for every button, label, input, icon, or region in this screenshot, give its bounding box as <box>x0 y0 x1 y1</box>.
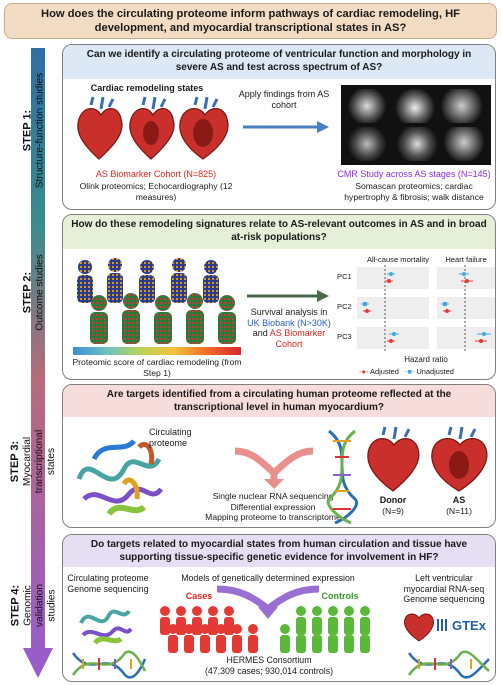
timeline-arrow <box>23 48 53 678</box>
controls-crowd <box>280 606 370 653</box>
heart-icon <box>179 96 229 160</box>
step1-label: STEP 1:Structure-function studies <box>21 72 46 188</box>
hermes-consortium: HERMES Consortium (47,309 cases; 930,014… <box>204 655 334 676</box>
dna-icon <box>71 650 147 679</box>
forest-band <box>437 297 495 319</box>
forest-point-adjusted <box>465 279 469 283</box>
methods-list: Single nuclear RNA sequencing Differenti… <box>205 491 341 522</box>
protein-structure-icon <box>79 609 133 645</box>
heart-icon <box>367 426 420 492</box>
forest-band <box>357 297 429 319</box>
forest-xlabel: Hazard ratio <box>404 355 448 364</box>
apply-text: Apply findings from AS cohort <box>238 89 330 110</box>
step4-label: STEP 4:Genomic validation studies <box>9 583 58 627</box>
apply-arrow <box>243 121 329 133</box>
cmr-detail: Somascan proteomics; cardiac hypertrophy… <box>344 181 484 202</box>
heart-icon <box>77 96 123 160</box>
donor-label: Donor <box>379 495 407 505</box>
population-crowd-icon <box>77 258 236 344</box>
forest-point-adjusted <box>445 309 449 313</box>
legend-adjusted-icon: -●- <box>359 367 369 376</box>
cmr-image <box>441 89 487 123</box>
forest-point-adjusted <box>389 339 393 343</box>
left-title: Circulating proteome Genome sequencing <box>67 573 149 594</box>
heart-icon <box>404 613 434 642</box>
figure-title: How does the circulating proteome inform… <box>4 3 497 39</box>
forest-row-label: PC3 <box>337 332 352 341</box>
step3-question: Are targets identified from a circulatin… <box>63 385 495 417</box>
survival-arrow <box>247 290 329 302</box>
forest-band <box>437 327 495 349</box>
forest-point-adjusted <box>479 339 483 343</box>
controls-label: Controls <box>321 591 359 601</box>
merge-arrow <box>234 447 314 489</box>
forest-col-hf: Heart failure <box>445 255 487 264</box>
heart-icon <box>129 96 175 160</box>
cohort-name: AS Biomarker Cohort (N=825) <box>95 169 217 179</box>
donor-n: (N=9) <box>382 506 404 516</box>
myocardium-hearts <box>367 426 488 492</box>
cmr-image <box>345 127 389 161</box>
forest-plot-svg: PC1 PC2 PC3 <box>337 265 495 353</box>
forest-point-unadjusted <box>363 302 367 306</box>
step4-panel: Do targets related to myocardial states … <box>62 534 496 682</box>
dna-icon <box>326 429 358 525</box>
step4-question: Do targets related to myocardial states … <box>63 535 495 567</box>
forest-point-unadjusted <box>462 272 466 276</box>
models-text: Models of genetically determined express… <box>181 573 355 583</box>
gtex-logo: GTEx <box>437 615 491 635</box>
step2-label: STEP 2:Outcome studies <box>21 253 46 331</box>
forest-point-unadjusted <box>443 302 447 306</box>
as-n: (N=11) <box>446 506 472 516</box>
as-label: AS <box>452 495 466 505</box>
forest-band <box>357 267 429 289</box>
cases-controls-crowd <box>160 606 370 653</box>
score-color-bar <box>73 347 241 355</box>
step3-panel: Are targets identified from a circulatin… <box>62 384 496 528</box>
step3-label: STEP 3:Myocardial transcriptional states <box>9 429 58 493</box>
forest-point-adjusted <box>387 279 391 283</box>
funnel-arrow <box>216 585 320 619</box>
forest-plot: All-cause mortality Heart failure PC1 PC… <box>337 255 495 379</box>
step2-panel: How do these remodeling signatures relat… <box>62 214 496 380</box>
legend-unadjusted-icon: -■- <box>404 367 415 376</box>
heart-icons <box>77 96 229 160</box>
heart-icon <box>431 426 488 492</box>
cases-crowd <box>160 606 258 653</box>
cmr-image-grid <box>341 85 491 165</box>
forest-row-label: PC2 <box>337 302 352 311</box>
cases-label: Cases <box>185 591 213 601</box>
cmr-image <box>345 89 389 123</box>
survival-text: Survival analysis in UK Biobank (N>30K) … <box>247 307 331 349</box>
protein-label: Circulating proteome <box>149 427 192 448</box>
step1-panel: Can we identify a circulating proteome o… <box>62 44 496 210</box>
forest-band <box>357 327 429 349</box>
forest-band <box>437 267 495 289</box>
forest-legend: -●- Adjusted -■- Unadjusted <box>359 367 454 376</box>
protein-structure-icon <box>76 439 164 517</box>
cmr-name: CMR Study across AS stages (N=145) <box>337 169 491 179</box>
cmr-image <box>441 127 487 161</box>
forest-col-mortality: All-cause mortality <box>366 255 430 264</box>
right-title: Left ventricular myocardial RNA-seq Geno… <box>403 573 485 604</box>
forest-row-label: PC1 <box>337 272 352 281</box>
step2-question: How do these remodeling signatures relat… <box>63 215 495 249</box>
cohort-detail: Olink proteomics; Echocardiography (12 m… <box>79 181 233 202</box>
cmr-image <box>393 89 437 123</box>
remodel-title: Cardiac remodeling states <box>90 83 204 93</box>
score-text: Proteomic score of cardiac remodeling (f… <box>72 357 242 378</box>
forest-point-unadjusted <box>392 332 396 336</box>
cmr-image <box>393 127 437 161</box>
forest-point-unadjusted <box>482 332 486 336</box>
forest-point-unadjusted <box>389 272 393 276</box>
dna-icon <box>407 650 490 679</box>
step1-question: Can we identify a circulating proteome o… <box>63 45 495 79</box>
gtex-grid-icon <box>437 619 449 631</box>
forest-point-adjusted <box>365 309 369 313</box>
